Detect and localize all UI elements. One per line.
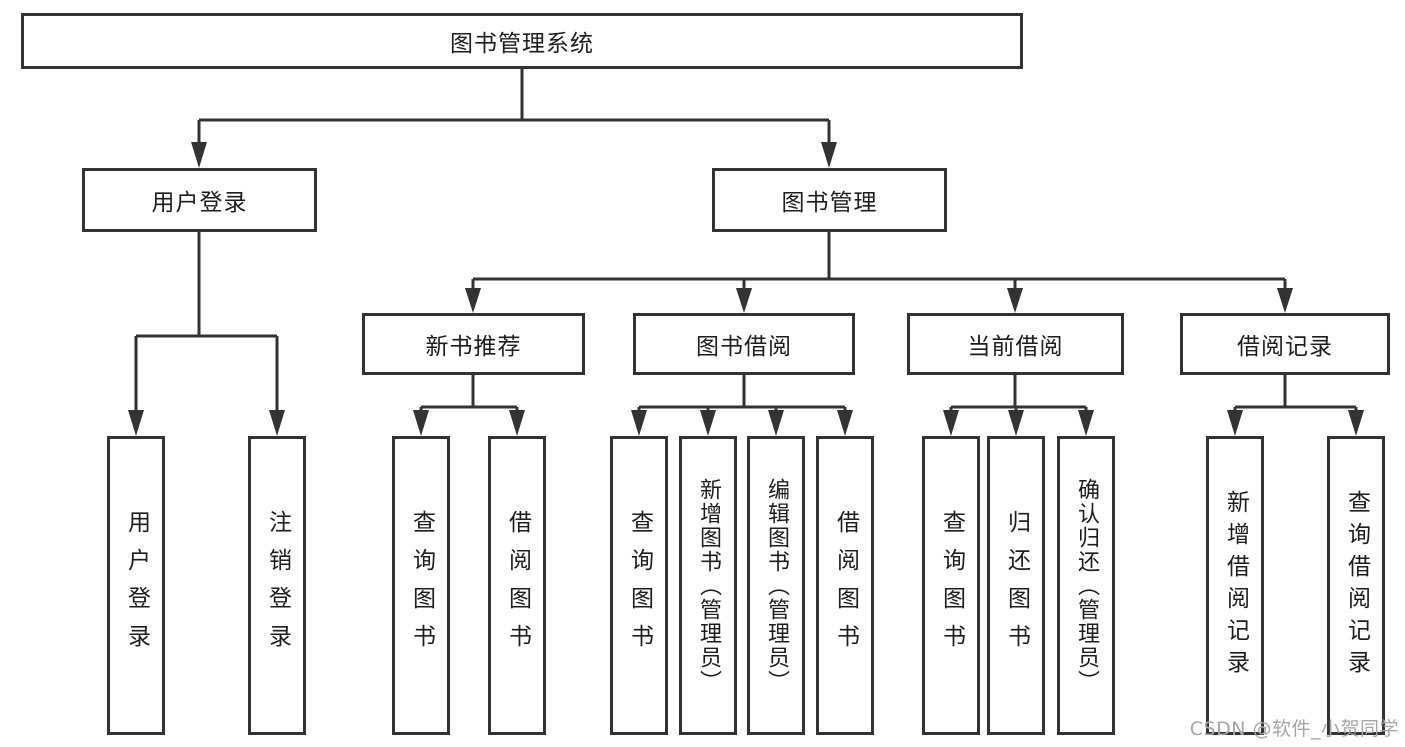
leaf-query-borrow-record: 查询借阅记录 [1327,436,1385,735]
leaf-query-books-borrow: 查询图书 [610,436,668,735]
leaf-label: 注销登录 [264,509,291,662]
leaf-query-books-recommend: 查询图书 [392,436,450,735]
csdn-watermark: CSDN @软件_小贺同学 [1189,718,1399,740]
node-book-management: 图书管理 [712,168,947,232]
node-user-login: 用户登录 [82,168,317,232]
leaf-label: 用户登录 [123,509,150,662]
leaf-return-books: 归还图书 [987,436,1045,735]
node-label: 图书借阅 [696,334,792,360]
leaf-borrow-books-recommend: 借阅图书 [488,436,546,735]
leaf-logout: 注销登录 [248,436,306,735]
leaf-edit-books-admin: 编辑图书（管理员） [747,436,805,735]
node-borrow-records: 借阅记录 [1180,313,1390,375]
node-label: 当前借阅 [967,334,1064,360]
node-new-book-recommend: 新书推荐 [362,313,585,375]
leaf-confirm-return-admin: 确认归还（管理员） [1057,436,1115,735]
leaf-add-borrow-record: 新增借阅记录 [1206,436,1264,735]
node-root-label: 图书管理系统 [450,31,594,57]
node-label: 图书管理 [781,190,878,216]
leaf-label: 查询图书 [938,509,965,662]
leaf-label: 查询借阅记录 [1343,489,1370,682]
leaf-label: 查询图书 [626,509,653,662]
leaf-label: 新增借阅记录 [1222,489,1249,682]
node-book-borrow: 图书借阅 [633,313,855,375]
leaf-label: 编辑图书（管理员） [764,477,789,694]
leaf-label: 借阅图书 [832,509,859,662]
leaf-borrow-books: 借阅图书 [816,436,874,735]
node-label: 新书推荐 [425,334,522,360]
leaf-label: 归还图书 [1003,509,1030,662]
node-label: 借阅记录 [1237,334,1333,360]
leaf-query-books-current: 查询图书 [922,436,980,735]
leaf-add-books-admin: 新增图书（管理员） [679,436,737,735]
leaf-label: 新增图书（管理员） [696,477,721,694]
leaf-label: 查询图书 [408,509,435,662]
node-label: 用户登录 [151,190,248,216]
leaf-label: 借阅图书 [504,509,531,662]
leaf-user-login: 用户登录 [107,436,165,735]
leaf-label: 确认归还（管理员） [1074,477,1099,694]
node-current-borrow: 当前借阅 [907,313,1124,375]
node-root-system: 图书管理系统 [21,13,1023,69]
